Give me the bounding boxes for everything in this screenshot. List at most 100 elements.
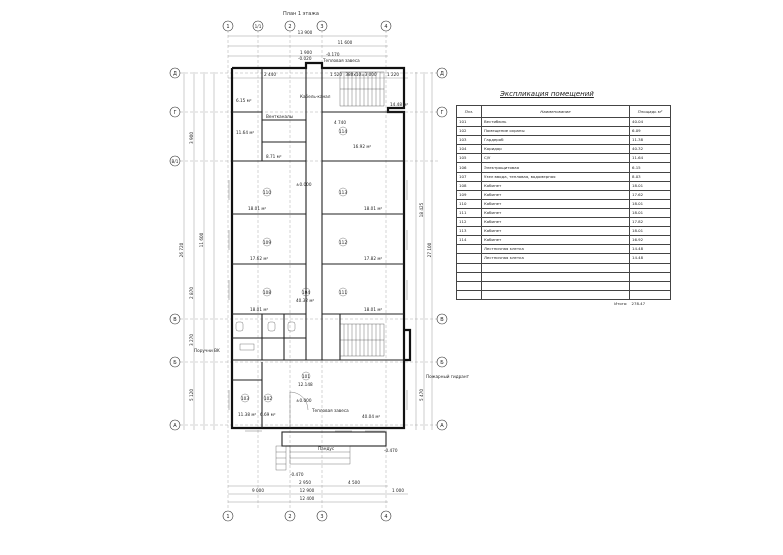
table-cell: 105 [456,153,482,164]
table-cell: 8.03 [629,171,671,182]
table-cell: 18.01 [629,226,671,237]
dim-text: 380x10=3 000 [345,72,377,77]
level-mark: -0.470 [384,448,398,453]
dim-text: 9 000 [252,488,264,493]
room-number: 101 [302,374,310,379]
room-area: 18.01 м² [364,206,382,211]
table-cell [456,253,482,264]
table-cell: Кабинет [481,198,630,209]
room-area: 16.92 м² [353,144,371,149]
total-label: Итого: [614,300,628,306]
room-area: 40.04 м² [362,414,380,419]
table-cell [629,289,671,300]
total-value: 278.47 [631,300,646,306]
wc-fixtures [235,321,296,351]
table-cell: 111 [456,207,482,219]
room-number: 102 [264,396,272,401]
table-cell: 101 [456,116,482,128]
table-cell: 16.92 [629,235,671,246]
table-cell: 40.32 [629,144,671,155]
dim-text: 1 900 [300,50,312,55]
room-area: 18.01 м² [364,307,382,312]
table-cell: 114 [456,235,482,246]
table-cell: 14.48 [629,244,671,255]
table-cell: Узел ввода, тепловая, водомерная [481,171,630,182]
note: Тепловая завеса [311,408,349,413]
table-cell: 18.01 [629,207,671,219]
table-cell [481,280,630,291]
table-cell [629,280,671,291]
room-number: 113 [339,190,347,195]
room-area: 6.69 м² [260,412,276,417]
room-area: 18.01 м² [248,206,266,211]
table-cell: Помещение охраны [481,126,630,137]
table-cell: С/У [481,153,630,164]
table-cell: 110 [456,198,482,209]
table-cell: Кабинет [481,235,630,246]
table-cell: Гардероб [481,135,630,146]
dim-text: 4 740 [334,120,346,125]
table-cell: Лестничная клетка [481,244,630,255]
dim-text: 2 950 [299,480,311,485]
note: Кабель-канал [300,94,331,99]
dim-text: 11 600 [338,40,353,45]
axis-label: В [440,317,444,323]
room-area: 12.148 [298,382,313,387]
table-cell: 40.04 [629,116,671,128]
table-row [456,289,671,300]
table-cell: 106 [456,162,482,173]
dim-text: 18 425 [419,202,424,217]
room-area: 11.64 м² [236,130,254,135]
room-number: 109 [263,240,271,245]
dim-text: 5 120 [189,389,194,401]
table-cell: Коридор [481,144,630,155]
dim-text: 12 400 [300,496,315,501]
table-cell: 103 [456,135,482,146]
table-row [456,262,671,273]
table-cell: Кабинет [481,189,630,200]
table-cell: Кабинет [481,217,630,228]
table-cell: Лестничная клетка [481,253,630,264]
dim-text: 2 440 [264,72,276,77]
table-cell: 17.62 [629,189,671,200]
table-cell [456,280,482,291]
stair-bottom [339,323,385,357]
room-number: 103 [241,396,249,401]
dim-text: 1 520 [330,72,342,77]
room-number: 110 [263,190,271,195]
table-cell: Кабинет [481,180,630,191]
level-marks: -0.020 -0.170 ±0.000 ±0.000 -0.470 -0.47… [194,52,470,477]
table-cell: 18.01 [629,198,671,209]
table-cell [456,244,482,255]
dim-text: 11 600 [199,232,204,247]
room-area: 11.38 м² [238,412,256,417]
axis-label: 1 [226,24,229,30]
table-cell: Кабинет [481,226,630,237]
axis-label: Г [173,110,176,116]
table-cell: 107 [456,171,482,182]
room-area: 17.62 м² [250,256,268,261]
level-mark: ±0.000 [296,398,312,403]
level-mark: ±0.000 [296,182,312,187]
note: Пожарный гидрант [426,374,470,379]
dim-text: 26 720 [179,242,184,257]
axis-label: Б [173,360,177,366]
table-cell: 113 [456,226,482,237]
table-cell [456,262,482,273]
stair-top [339,71,385,107]
table-cell [481,262,630,273]
axis-markers-left: Д Г В/1 В Б А [169,67,181,431]
table-cell: 11.64 [629,153,671,164]
table-cell [481,289,630,300]
axis-label: Г [440,110,443,116]
room-area: 6.15 м² [236,98,252,103]
level-mark: -0.170 [326,52,340,57]
